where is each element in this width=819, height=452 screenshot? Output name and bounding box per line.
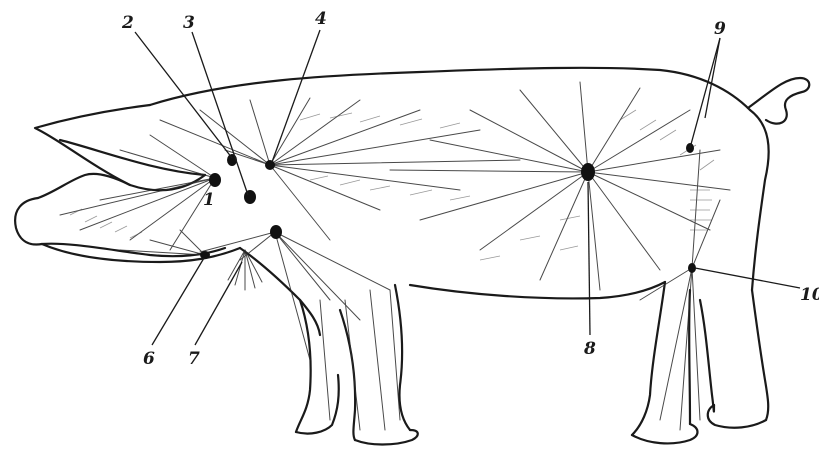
label-10: 10: [800, 285, 819, 305]
belly: [410, 282, 665, 298]
callout-labels: 2 3 4 9 6 7 8 10 1: [121, 9, 819, 369]
label-6: 6: [143, 349, 155, 369]
hind-leg-front: [632, 282, 665, 435]
label-1: 1: [203, 190, 215, 210]
pig-outline: [15, 68, 809, 445]
front-leg-back: [395, 285, 410, 430]
lymph-node-3: [244, 190, 256, 204]
label-3: 3: [183, 13, 195, 33]
label-9: 9: [714, 19, 726, 39]
lymph-node-10: [688, 263, 696, 273]
rump-contour: [750, 110, 769, 290]
label-8: 8: [583, 339, 596, 359]
hind-leg-inner: [700, 300, 714, 412]
front-leg-inner: [340, 310, 355, 440]
front-leg-hoof-b: [355, 430, 418, 445]
leader-10: [695, 268, 800, 288]
leader-2: [135, 32, 232, 158]
chest: [240, 248, 320, 335]
leader-9b: [705, 38, 720, 118]
front-leg-hoof-a: [296, 375, 339, 434]
leader-6: [152, 258, 204, 345]
lymph-node-4: [265, 160, 275, 170]
label-4: 4: [315, 9, 327, 29]
ear: [35, 105, 205, 190]
hind-leg-hoof-a: [708, 405, 766, 428]
label-2: 2: [121, 13, 134, 33]
hind-leg-hoof-b: [632, 424, 698, 443]
lymph-node-6: [200, 251, 210, 259]
snout: [15, 198, 225, 256]
leader-8: [588, 182, 590, 335]
hind-leg-rear: [752, 290, 768, 420]
back-contour: [150, 68, 750, 110]
lymph-node-neck: [270, 225, 282, 239]
lymph-node-8: [581, 163, 595, 181]
lymph-node-1: [209, 173, 221, 187]
leader-3: [192, 32, 248, 195]
label-7: 7: [188, 349, 200, 369]
leader-9a: [690, 38, 720, 148]
shading-strokes: [70, 110, 714, 260]
front-leg-front: [296, 300, 311, 432]
leader-7: [195, 262, 242, 345]
leader-4: [272, 30, 320, 162]
lymph-nodes: [200, 143, 696, 273]
leader-lines: [135, 30, 800, 345]
